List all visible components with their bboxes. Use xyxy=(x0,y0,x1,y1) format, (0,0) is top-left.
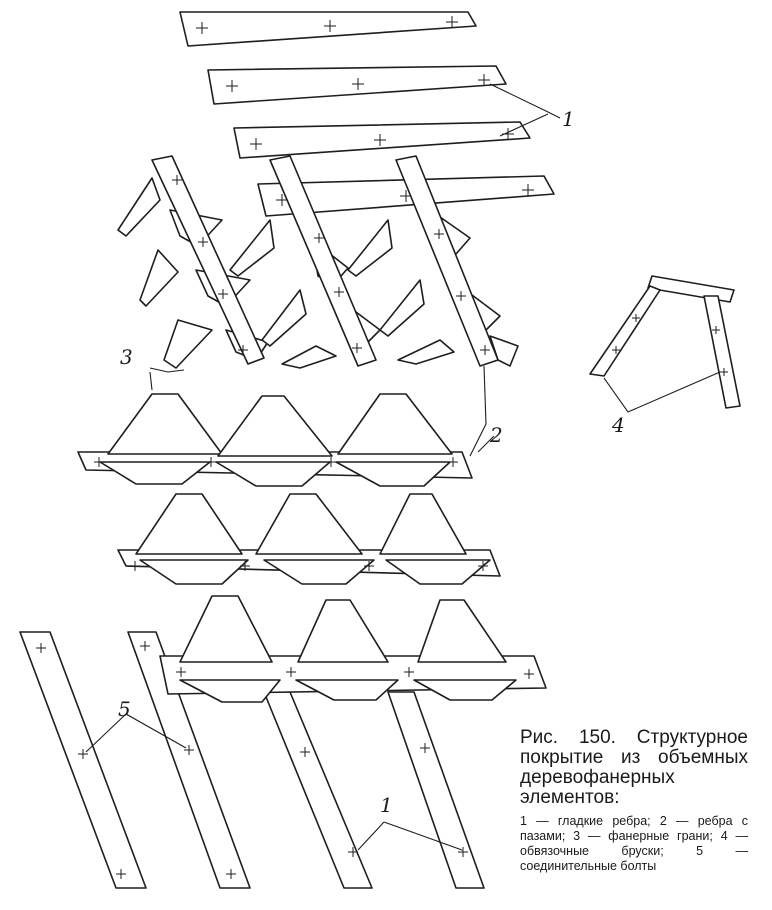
label-grooved-ribs: 2 xyxy=(489,423,503,447)
figure-caption: Рис. 150. Структурное покрытие из объемн… xyxy=(520,728,748,874)
label-plywood-faces: 3 xyxy=(120,345,133,369)
label-strapping-bars: 4 xyxy=(611,413,625,437)
label-smooth-ribs-bottom: 1 xyxy=(380,793,393,817)
caption-title: Рис. 150. Структурное покрытие из объемн… xyxy=(520,727,748,808)
label-smooth-ribs-top: 1 xyxy=(562,107,575,131)
leader-lines xyxy=(85,83,721,851)
top-smooth-ribs xyxy=(179,11,555,217)
label-connecting-bolts: 5 xyxy=(118,697,131,721)
grooved-rib-row-2 xyxy=(117,493,501,585)
assembled-module-row xyxy=(117,155,519,369)
grooved-rib-row-1 xyxy=(77,393,473,487)
strapping-bars-detail xyxy=(589,275,741,409)
grooved-rib-row-3 xyxy=(159,595,547,703)
caption-legend: 1 — гладкие ребра; 2 — ребра с пазами; 3… xyxy=(520,814,748,873)
bottom-smooth-ribs xyxy=(19,631,485,889)
